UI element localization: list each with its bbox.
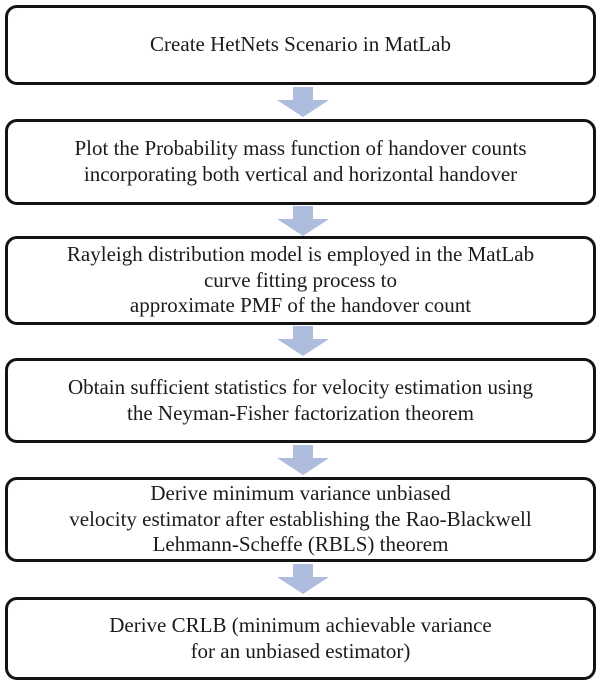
- down-arrow-shape: [277, 564, 329, 594]
- down-arrow-icon: [277, 564, 329, 594]
- down-arrow-shape: [277, 326, 329, 356]
- down-arrow-shape: [277, 206, 329, 236]
- flow-step-plot-pmf: Plot the Probability mass function of ha…: [5, 119, 596, 205]
- down-arrow-shape: [277, 445, 329, 475]
- down-arrow-icon: [277, 445, 329, 475]
- down-arrow-icon: [277, 326, 329, 356]
- down-arrow-shape: [277, 87, 329, 117]
- down-arrow-icon: [277, 206, 329, 236]
- flow-step-derive-crlb: Derive CRLB (minimum achievable variance…: [5, 597, 596, 680]
- down-arrow-icon: [277, 87, 329, 117]
- flow-step-create-hetnets-scenario: Create HetNets Scenario in MatLab: [5, 5, 596, 85]
- flow-step-sufficient-statistics: Obtain sufficient statistics for velocit…: [5, 358, 596, 443]
- flow-step-mvu-estimator-rbls: Derive minimum variance unbiased velocit…: [5, 477, 596, 562]
- flow-step-rayleigh-curve-fitting: Rayleigh distribution model is employed …: [5, 236, 596, 325]
